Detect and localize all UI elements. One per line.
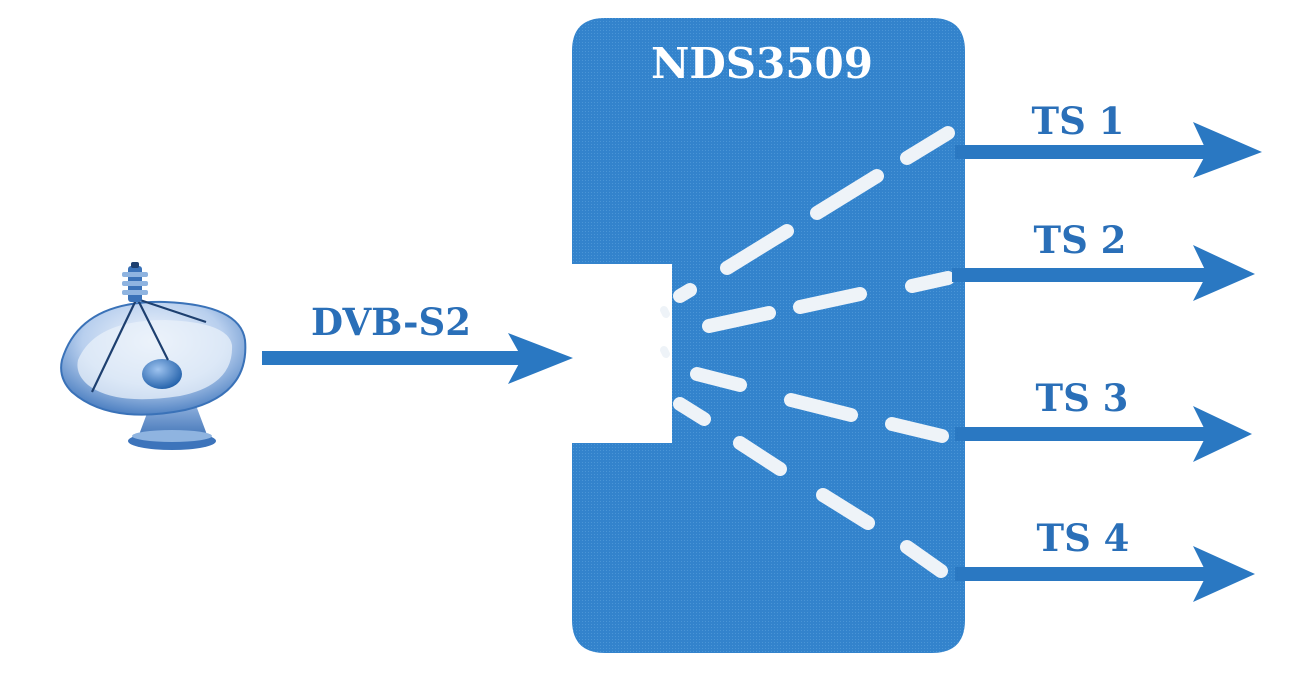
output-arrow-head [1193, 122, 1262, 178]
route-dash [810, 169, 884, 220]
route-dash [660, 306, 670, 318]
output-arrow-head [1193, 406, 1252, 462]
device-title: NDS3509 [651, 39, 873, 88]
output-arrow-head [1193, 245, 1255, 301]
route-dash [885, 417, 949, 443]
output-arrow-shaft [955, 567, 1210, 581]
dish-center-dome [142, 359, 182, 389]
internal-routing-lines [660, 126, 955, 578]
route-dash [784, 393, 858, 422]
input-arrow-head [508, 333, 573, 384]
route-dash [733, 436, 787, 476]
route-dash [702, 306, 776, 333]
dish-feed-horn [122, 262, 148, 302]
output-arrow-shaft [952, 268, 1210, 282]
output-arrow-ts2 [952, 245, 1255, 301]
route-dash [673, 397, 711, 426]
route-dash [793, 287, 867, 314]
output-label-ts1: TS 1 [1032, 99, 1125, 143]
output-label-ts4: TS 4 [1037, 516, 1130, 560]
route-dash [900, 540, 948, 578]
input-label: DVB-S2 [311, 300, 471, 344]
route-dash [690, 367, 747, 392]
route-dash [673, 283, 697, 303]
output-arrow-head [1193, 546, 1255, 602]
route-dash [900, 126, 955, 165]
route-dash [660, 346, 670, 358]
route-dash [905, 271, 955, 293]
output-label-ts2: TS 2 [1034, 218, 1127, 262]
dish-stand-base-top [132, 430, 212, 442]
input-arrow-shaft [262, 351, 524, 365]
dish-feed-arms [91, 298, 207, 393]
route-dash [720, 224, 794, 275]
route-dash [816, 488, 875, 530]
output-arrow-ts3 [955, 406, 1252, 462]
device-block: NDS3509 [572, 18, 965, 653]
output-arrow-ts4 [955, 546, 1255, 602]
output-arrow-shaft [955, 427, 1210, 441]
output-arrow-ts1 [955, 122, 1262, 178]
output-arrow-shaft [955, 145, 1210, 159]
satellite-dish-icon [60, 262, 247, 450]
input-arrow [262, 333, 573, 384]
output-label-ts3: TS 3 [1036, 376, 1129, 420]
device-body [572, 18, 965, 653]
